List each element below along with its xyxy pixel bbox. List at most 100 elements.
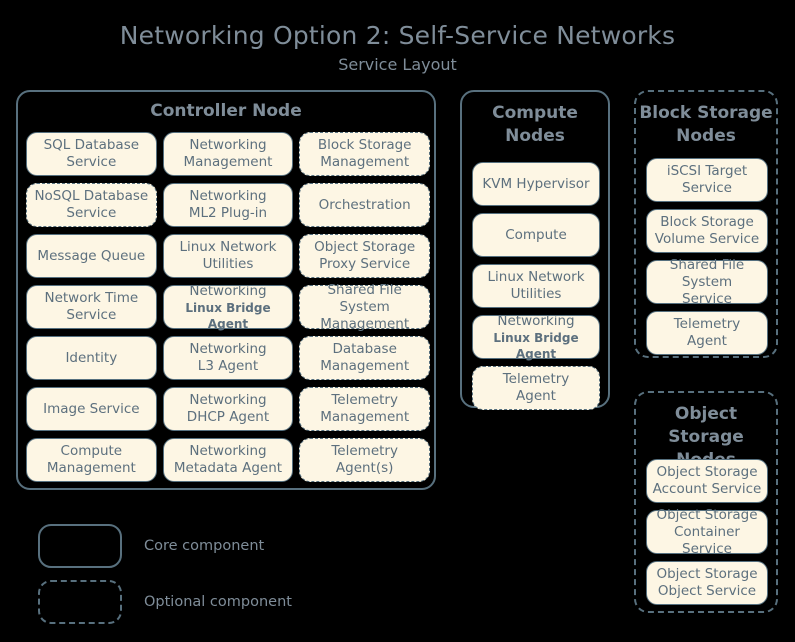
service-box[interactable]: Orchestration: [299, 183, 430, 227]
service-label-line2: Agent(s): [335, 460, 394, 476]
service-label-line1: Shared File System: [669, 256, 745, 290]
service-label-line2: Management: [320, 154, 410, 170]
service-label-line1: Linux Network: [487, 269, 585, 285]
service-label-line1: Telemetry: [331, 392, 398, 408]
service-label-line1: KVM Hypervisor: [482, 175, 590, 192]
service-label-line2: Utilities: [202, 256, 254, 272]
service-label-line2: Volume Service: [654, 231, 760, 247]
service-label-line2: Service: [682, 290, 732, 307]
group-heading-compute-nodes: Compute Nodes: [492, 103, 578, 146]
service-label-line1: Networking: [189, 282, 267, 299]
service-label-line1: Message Queue: [37, 247, 146, 264]
service-label-line1: Object Storage: [656, 464, 758, 480]
page-subtitle: Service Layout: [338, 55, 457, 74]
service-label-line2: Utilities: [510, 286, 562, 302]
service-box[interactable]: Compute: [472, 213, 600, 257]
legend-label: Optional component: [144, 594, 292, 610]
service-label-line1: Compute: [60, 443, 123, 459]
service-label-line1: Object Storage: [656, 506, 758, 523]
service-label-line2: Account Service: [652, 481, 762, 497]
service-label-line1: Image Service: [43, 400, 140, 417]
service-label-line1: Block Storage: [317, 137, 412, 153]
service-label-line1: Orchestration: [318, 196, 411, 213]
group-heading-block-storage-nodes: Block Storage Nodes: [639, 103, 773, 146]
service-label-line2: Container Service: [674, 523, 740, 557]
service-box[interactable]: Identity: [26, 336, 157, 380]
service-label-line2: L3 Agent: [197, 358, 259, 374]
legend-label: Core component: [144, 538, 265, 554]
group-heading-controller-node: Controller Node: [150, 101, 302, 121]
service-label-line2: Linux Bridge Agent: [493, 330, 579, 361]
service-label-line1: Identity: [65, 349, 118, 366]
service-label-line2: ML2 Plug-in: [188, 205, 268, 221]
service-label-line2: Object Service: [657, 583, 757, 599]
service-label-line1: Telemetry: [673, 316, 741, 332]
service-label-line2: Service: [66, 154, 117, 170]
service-box[interactable]: Message Queue: [26, 234, 157, 278]
service-label-line1: Linux Network: [179, 239, 277, 255]
legend-swatch-core: [38, 524, 122, 568]
legend-row: Core component: [38, 518, 292, 574]
service-label-line1: Telemetry: [331, 443, 398, 459]
service-label-line1: iSCSI Target: [666, 163, 748, 179]
service-label-line1: Compute: [505, 226, 567, 243]
legend-row: Optional component: [38, 574, 292, 630]
service-label-line2: Management: [320, 358, 410, 374]
service-label-line2: Linux Bridge Agent: [185, 300, 271, 331]
service-label-line2: Management: [320, 315, 410, 332]
service-label-line1: Telemetry: [502, 371, 570, 387]
service-label-line2: Proxy Service: [319, 256, 411, 272]
service-label-line2: Management: [320, 409, 410, 425]
service-label-line2: Metadata Agent: [173, 460, 283, 476]
service-box[interactable]: Image Service: [26, 387, 157, 431]
service-label-line2: Service: [66, 307, 117, 323]
service-label-line1: Object Storage: [314, 239, 416, 255]
service-box[interactable]: KVM Hypervisor: [472, 162, 600, 206]
service-label-line2: Management: [183, 154, 273, 170]
group-object-storage-nodes: Object Storage Nodes Object StorageAccou…: [634, 391, 778, 613]
service-label-line2: Service: [66, 205, 117, 221]
service-label-line1: Network Time: [44, 290, 139, 306]
service-label-line2: Agent: [516, 388, 556, 404]
page-title: Networking Option 2: Self-Service Networ…: [119, 21, 676, 50]
service-label-line1: Networking: [189, 188, 267, 204]
service-label-line1: SQL Database: [43, 137, 140, 153]
service-label-line1: Block Storage: [660, 214, 754, 230]
service-label-line2: Service: [682, 180, 732, 196]
